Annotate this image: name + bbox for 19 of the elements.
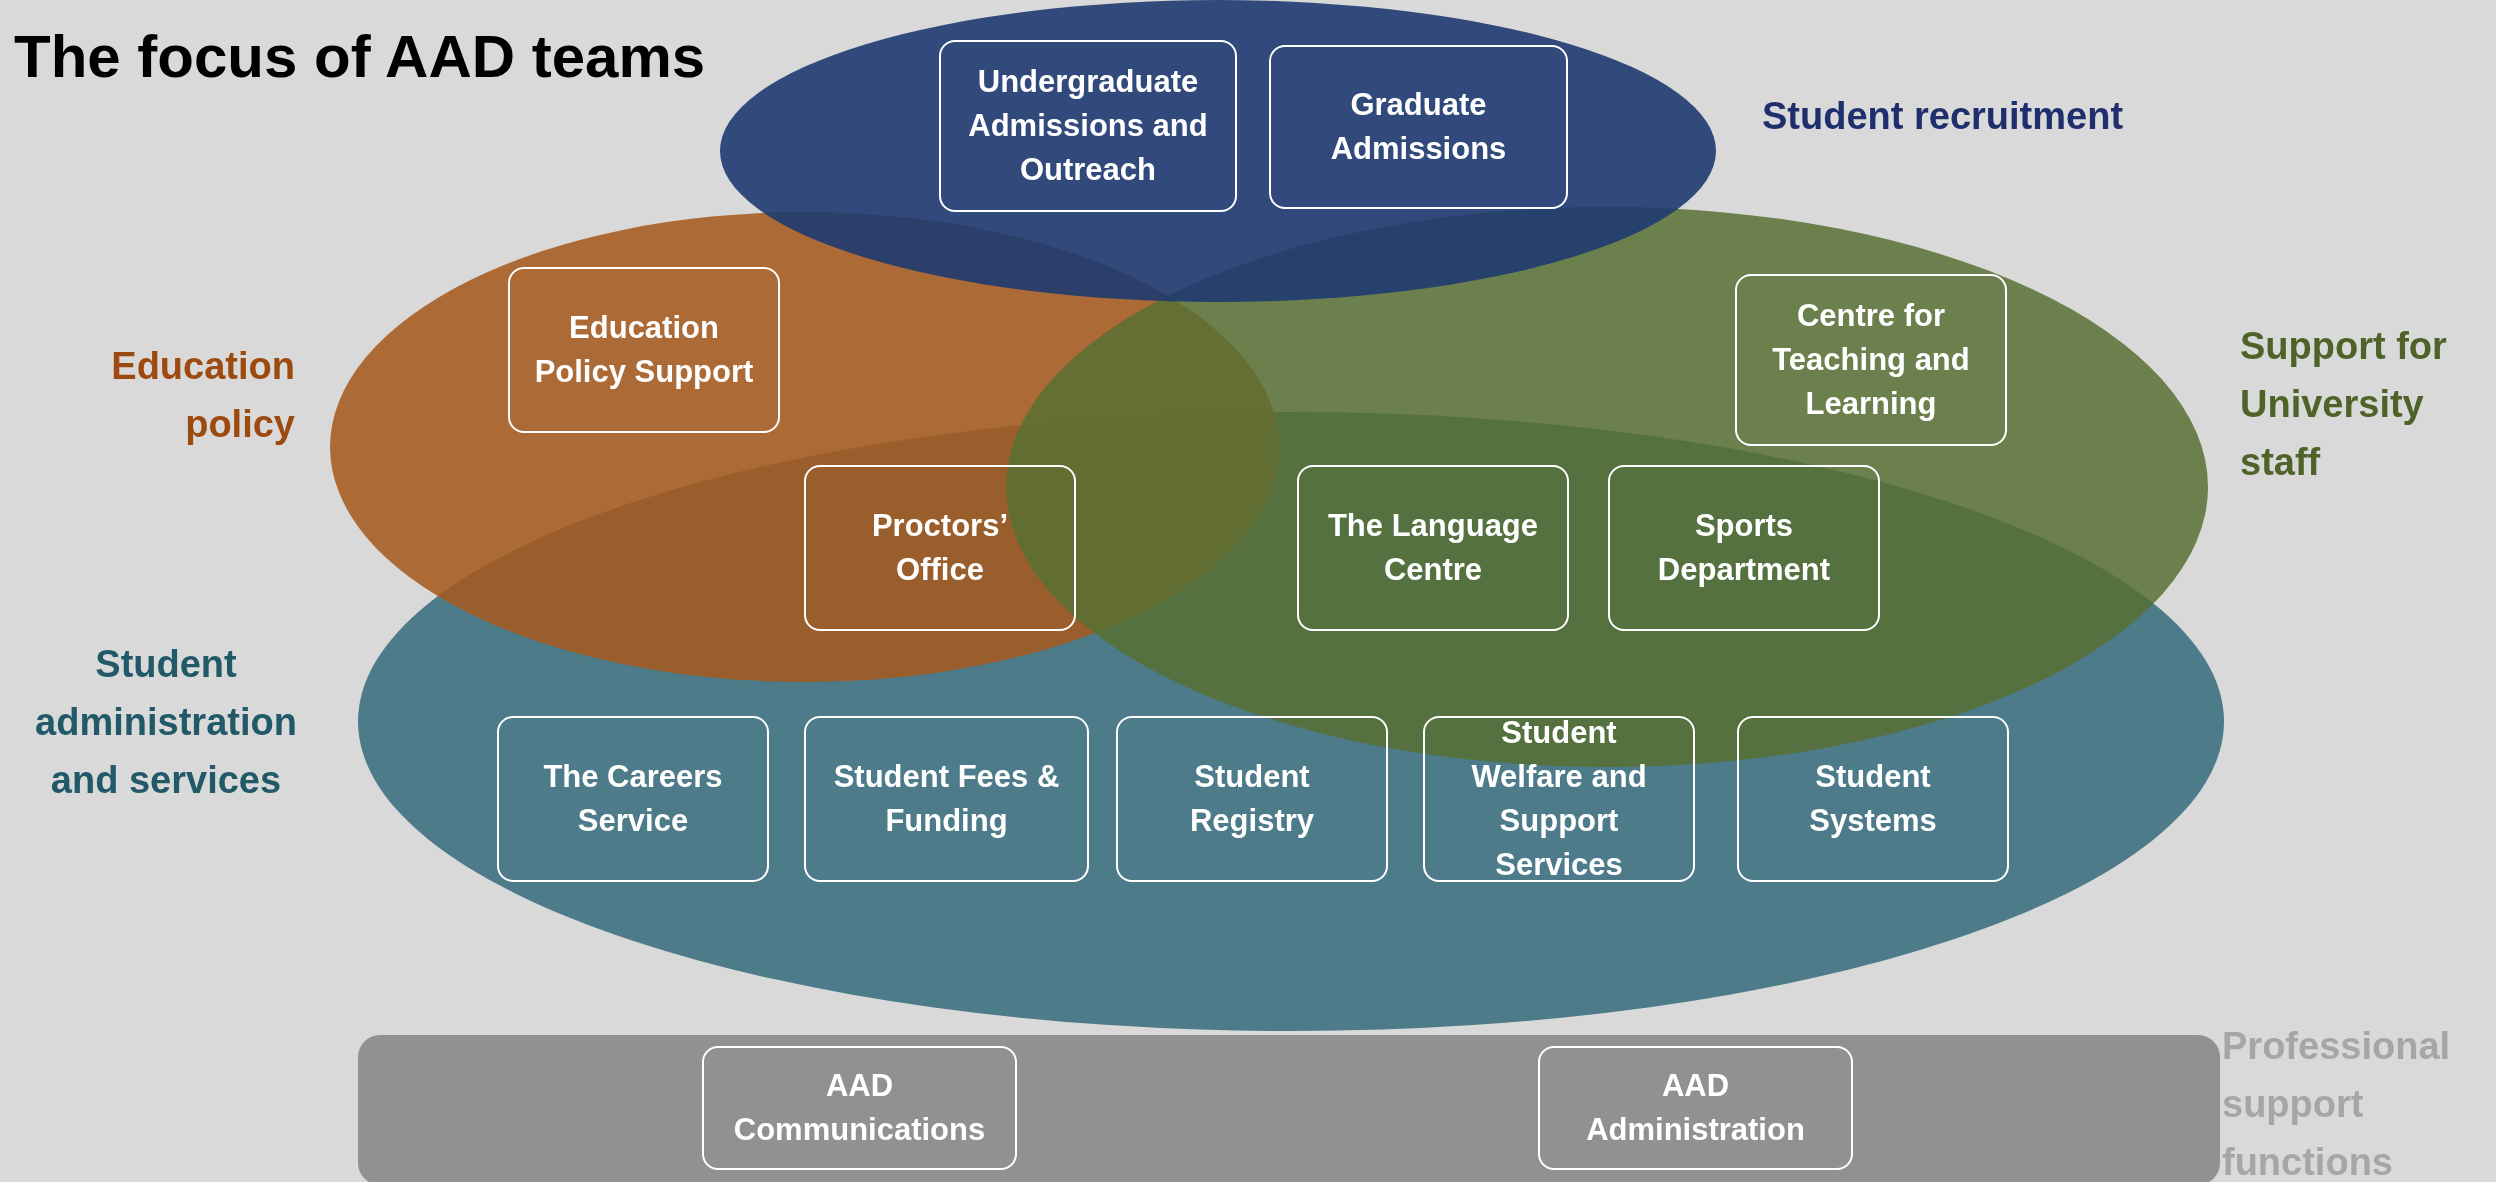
team-box: Education Policy Support: [508, 267, 780, 433]
team-box: Student Fees & Funding: [804, 716, 1089, 882]
team-box: Student Systems: [1737, 716, 2009, 882]
team-box: AAD Communications: [702, 1046, 1017, 1170]
team-box: Graduate Admissions: [1269, 45, 1568, 209]
team-box: The Language Centre: [1297, 465, 1569, 631]
group-label: Student administration and services: [34, 642, 298, 803]
team-box: Undergraduate Admissions and Outreach: [939, 40, 1237, 212]
team-box: Proctors’ Office: [804, 465, 1076, 631]
team-box: Student Registry: [1116, 716, 1388, 882]
team-box: Student Welfare and Support Services: [1423, 716, 1695, 882]
team-box: The Careers Service: [497, 716, 769, 882]
group-label: Support for University staff: [2240, 324, 2448, 485]
team-box: Sports Department: [1608, 465, 1880, 631]
team-box: AAD Administration: [1538, 1046, 1853, 1170]
group-label: Student recruitment: [1762, 94, 2125, 139]
group-label: Education policy: [110, 344, 295, 447]
team-box: Centre for Teaching and Learning: [1735, 274, 2007, 446]
diagram-title: The focus of AAD teams: [14, 22, 706, 91]
